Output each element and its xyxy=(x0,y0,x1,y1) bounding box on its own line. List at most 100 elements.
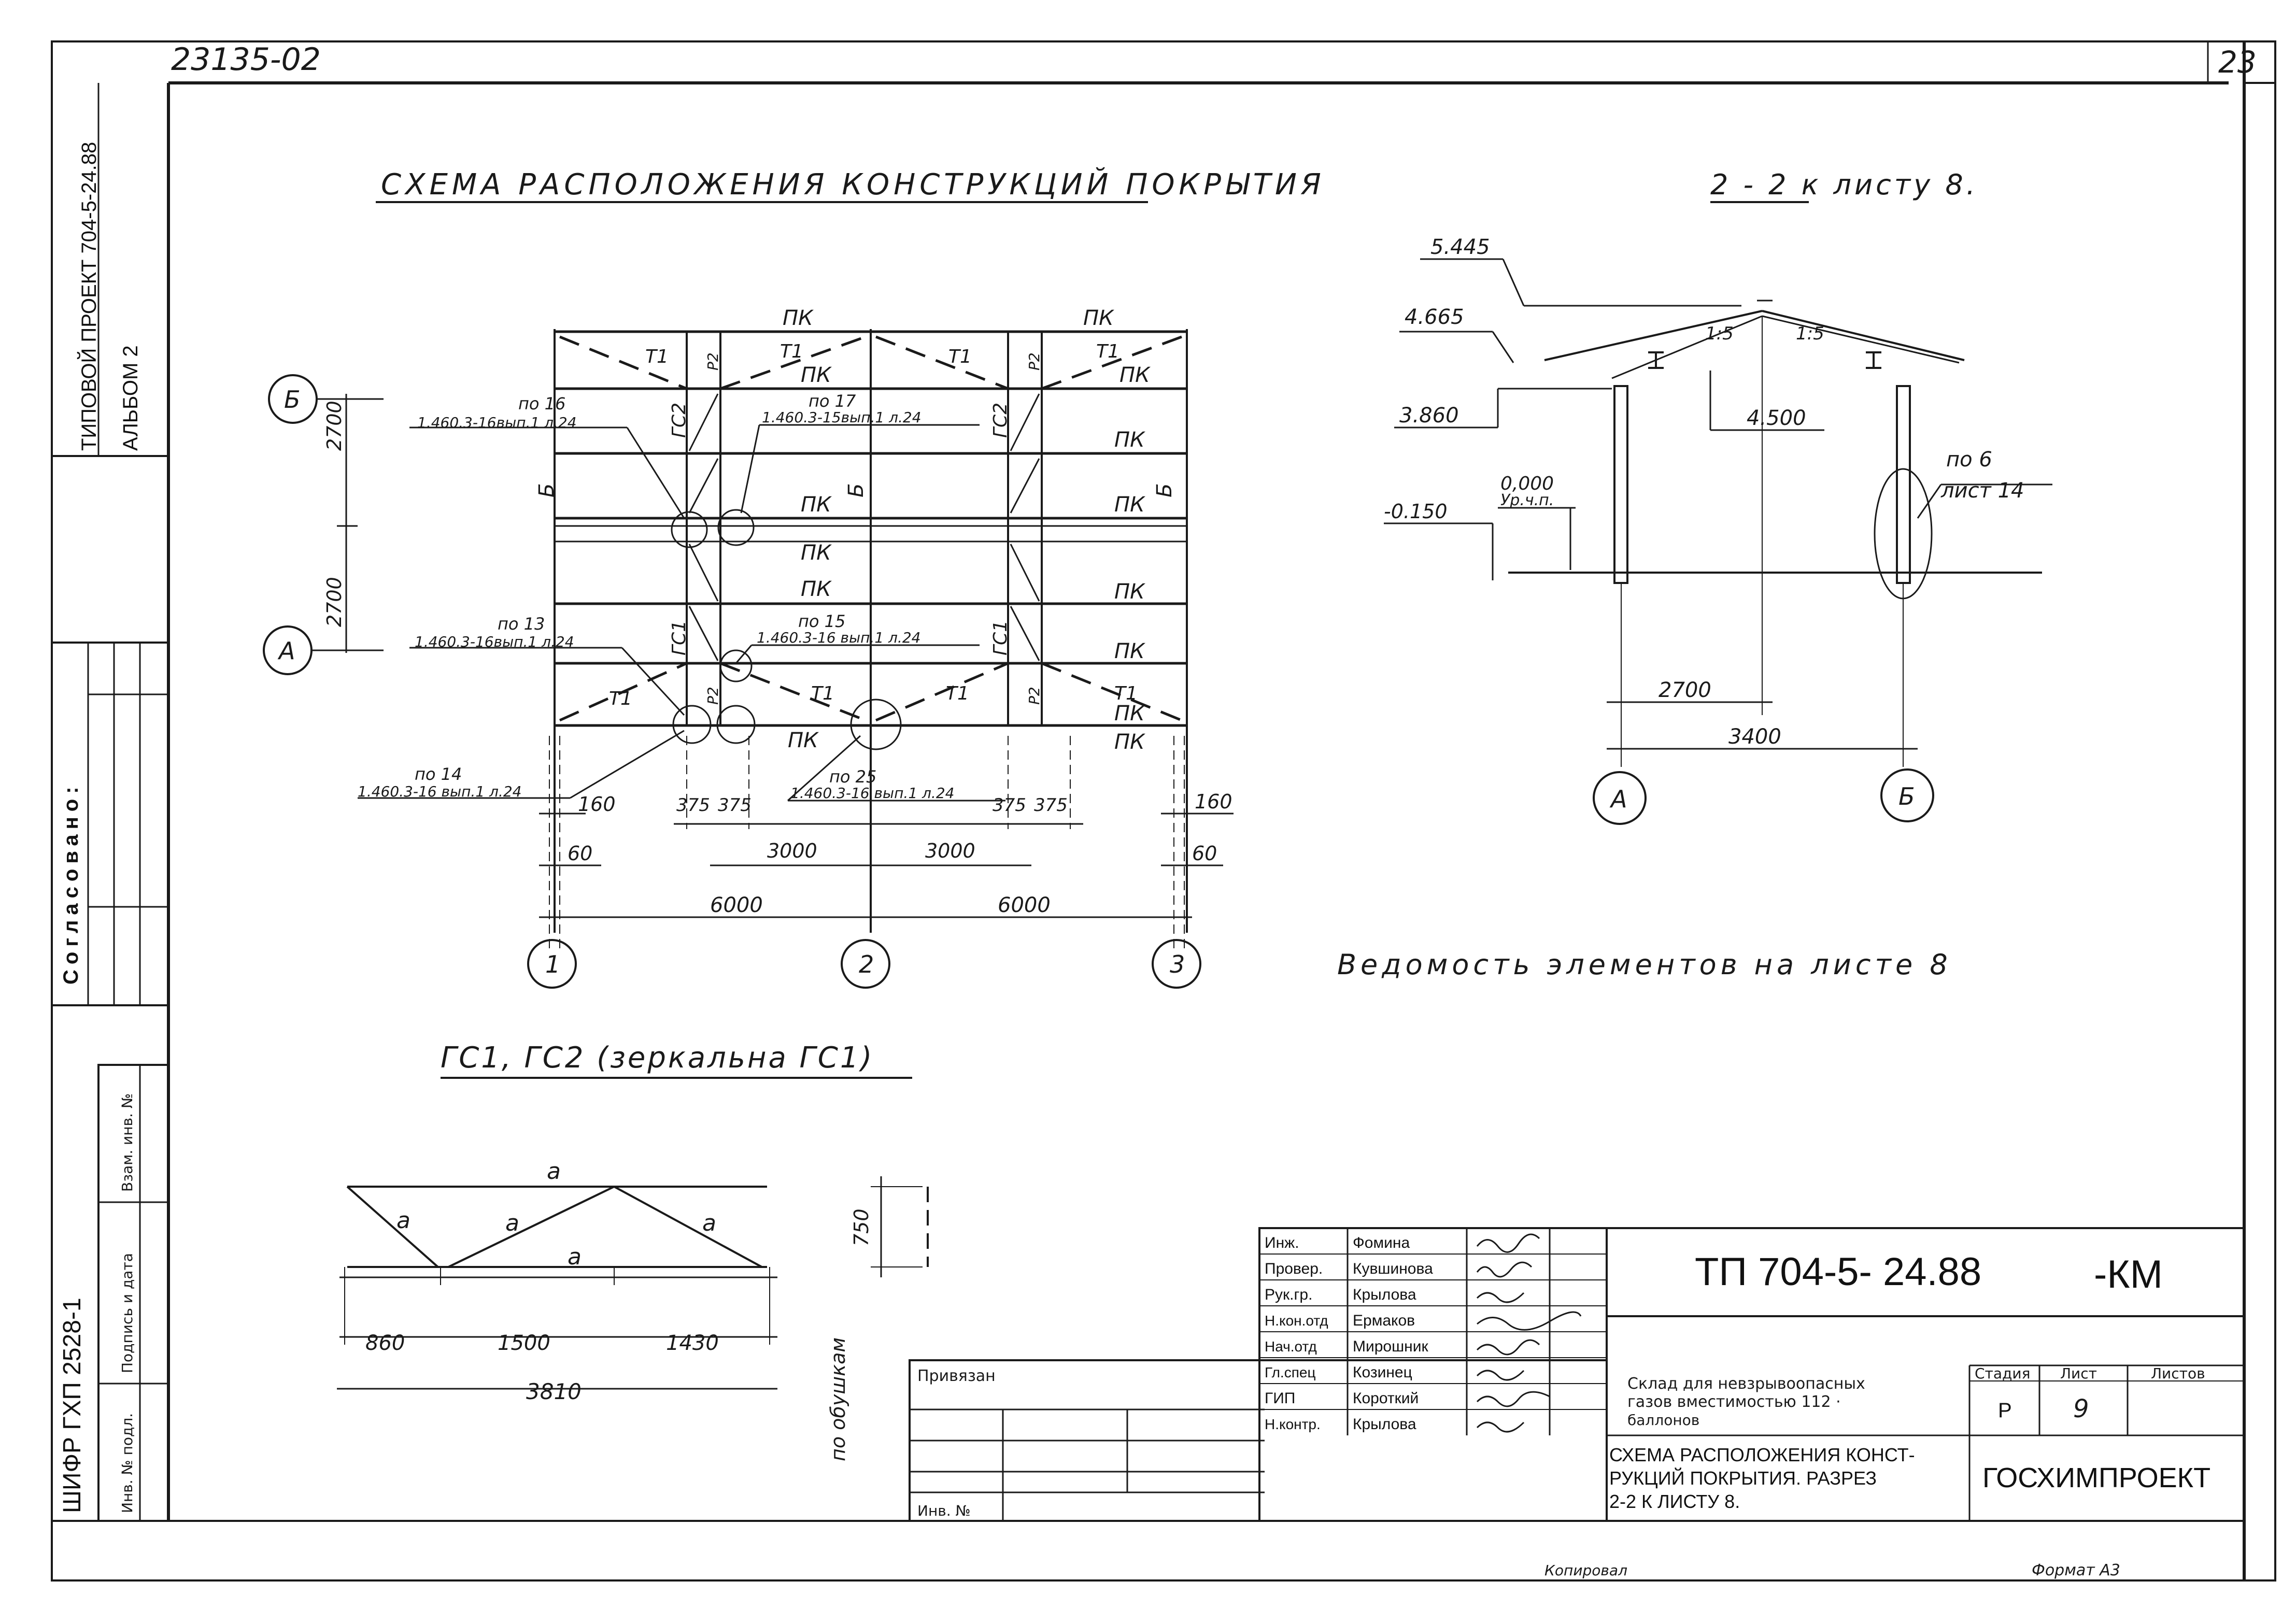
svg-text:1.460.3-16 вып.1 л.24: 1.460.3-16 вып.1 л.24 xyxy=(358,783,521,800)
object-name-3: баллонов xyxy=(1627,1412,1699,1429)
svg-text:6000: 6000 xyxy=(710,893,763,917)
svg-text:0,000: 0,000 xyxy=(1500,473,1554,494)
sheet-value: 9 xyxy=(2073,1394,2089,1423)
stamp-project-line2: АЛЬБОМ 2 xyxy=(119,345,142,451)
stamp-inv-orig: Инв. № подл. xyxy=(119,1413,136,1513)
svg-text:2700: 2700 xyxy=(1659,678,1711,702)
stamp-project-line1: ТИПОВОЙ ПРОЕКТ 704-5-24.88 xyxy=(77,142,101,451)
svg-text:3: 3 xyxy=(1170,950,1185,978)
svg-text:1500: 1500 xyxy=(498,1331,550,1355)
svg-text:750: 750 xyxy=(850,1208,873,1246)
svg-text:160: 160 xyxy=(1195,790,1232,813)
truss-a-label: а xyxy=(396,1207,410,1234)
svg-text:1.460.3-15вып.1 л.24: 1.460.3-15вып.1 л.24 xyxy=(762,409,922,426)
pk-label: ПК xyxy=(788,729,819,752)
svg-text:по 16: по 16 xyxy=(518,394,565,414)
svg-text:-0.150: -0.150 xyxy=(1384,500,1448,523)
role-cell: Провер. xyxy=(1265,1260,1323,1277)
object-name-2: газов вместимостью 112 · xyxy=(1627,1393,1841,1411)
svg-text:3.860: 3.860 xyxy=(1399,404,1459,428)
p2-label: Р2 xyxy=(1026,352,1043,371)
svg-text:А: А xyxy=(1609,785,1627,813)
sheets-label: Листов xyxy=(2151,1365,2205,1382)
svg-text:2700: 2700 xyxy=(323,401,346,451)
section-geometry xyxy=(1508,300,2042,767)
stamp-sign-date: Подпись и дата xyxy=(119,1253,136,1373)
side-stamp xyxy=(51,83,169,1522)
t1-label: Т1 xyxy=(811,683,834,704)
pk-label: ПК xyxy=(1114,493,1145,517)
title-block xyxy=(909,1227,2245,1522)
svg-text:375: 375 xyxy=(676,795,710,816)
svg-text:по 13: по 13 xyxy=(498,614,545,634)
plan-axis-1: 1 xyxy=(527,939,577,989)
truss-a-label: а xyxy=(505,1210,519,1236)
plan-vertical-dims: 2700 2700 xyxy=(323,394,358,653)
svg-text:по 6: по 6 xyxy=(1946,448,1992,472)
name-cell: Кувшинова xyxy=(1353,1260,1433,1277)
t1-label: Т1 xyxy=(645,346,669,367)
role-cell: ГИП xyxy=(1265,1390,1295,1407)
stage-value: Р xyxy=(1998,1399,2012,1422)
pk-label: ПК xyxy=(1114,428,1145,452)
doc-code: ТП 704-5- 24.88 xyxy=(1695,1250,1981,1294)
svg-text:6000: 6000 xyxy=(998,893,1051,917)
b-label: Б xyxy=(535,483,559,497)
plan-pk-labels: ПК ПК ПК ПК ПК ПК ПК ПК ПК ПК ПК ПК ПК П… xyxy=(783,306,1151,754)
name-cell: Фомина xyxy=(1353,1234,1410,1251)
svg-text:1.460.3-16 вып.1 л.24: 1.460.3-16 вып.1 л.24 xyxy=(790,785,954,802)
plan-title: СХЕМА РАСПОЛОЖЕНИЯ КОНСТРУКЦИЙ ПОКРЫТИЯ xyxy=(381,168,1325,202)
p2-label: Р2 xyxy=(704,352,721,371)
name-cell: Короткий xyxy=(1353,1390,1419,1407)
org-name: ГОСХИМПРОЕКТ xyxy=(1982,1462,2210,1493)
sheet-name-2: РУКЦИЙ ПОКРЫТИЯ. РАЗРЕЗ xyxy=(1609,1467,1877,1489)
t1-label: Т1 xyxy=(1096,341,1119,362)
stamp-inv-vzam: Взам. инв. № xyxy=(119,1093,136,1192)
title-roles: Инж. Провер. Рук.гр. Н.кон.отд Нач.отд Г… xyxy=(1265,1234,1328,1432)
plan-axis-3: 3 xyxy=(1152,939,1201,989)
truss-a-label: а xyxy=(547,1158,561,1185)
svg-text:по обушкам: по обушкам xyxy=(827,1337,849,1461)
svg-text:860: 860 xyxy=(365,1331,405,1355)
role-cell: Гл.спец xyxy=(1265,1364,1315,1380)
svg-text:2700: 2700 xyxy=(323,577,346,627)
b-label: Б xyxy=(1153,483,1177,497)
role-cell: Рук.гр. xyxy=(1265,1286,1312,1303)
t1-label: Т1 xyxy=(609,688,632,709)
section-title: 2 - 2 к листу 8. xyxy=(1710,168,1978,201)
plan-horizontal-dims: 160 160 60 60 375 375 375 375 3000 3000 … xyxy=(539,736,1234,948)
plan-axis-b: Б xyxy=(268,374,384,424)
stamp-agreed: Согласовано: xyxy=(60,781,82,985)
doc-suffix: -КМ xyxy=(2094,1252,2163,1297)
name-cell: Козинец xyxy=(1353,1364,1412,1381)
svg-text:лист 14: лист 14 xyxy=(1940,479,2024,503)
gc1-label: ГС1 xyxy=(669,620,690,656)
truss-title: ГС1, ГС2 (зеркальна ГС1) xyxy=(441,1041,874,1075)
plan-member-labels: Б Б Б Т1 Т1 Т1 Т1 Т1 Т1 Т1 Т1 ГС2 ГС2 ГС… xyxy=(535,341,1177,709)
title-names: Фомина Кувшинова Крылова Ермаков Мирошни… xyxy=(1353,1234,1433,1433)
svg-text:по 17: по 17 xyxy=(809,391,856,411)
svg-text:Б: Б xyxy=(284,386,301,414)
stage-label: Стадия xyxy=(1975,1365,2030,1382)
svg-text:4.665: 4.665 xyxy=(1405,305,1464,329)
svg-text:3810: 3810 xyxy=(526,1379,582,1404)
plan-axis-2: 2 xyxy=(841,939,890,989)
statement-note: Ведомость элементов на листе 8 xyxy=(1337,948,1952,981)
truss-a-label: а xyxy=(702,1210,716,1236)
gc1-label: ГС1 xyxy=(990,620,1011,656)
plan-references: по 16 1.460.3-16вып.1 л.24 по 17 1.460.3… xyxy=(358,391,1005,802)
truss-a-label: а xyxy=(568,1244,582,1270)
svg-text:1: 1 xyxy=(545,950,560,978)
svg-text:1.460.3-16вып.1 л.24: 1.460.3-16вып.1 л.24 xyxy=(417,414,577,431)
sheet-label: Лист xyxy=(2060,1365,2097,1382)
plan-axis-a: А xyxy=(263,625,384,675)
svg-text:А: А xyxy=(277,637,295,665)
sheet-name-1: СХЕМА РАСПОЛОЖЕНИЯ КОНСТ- xyxy=(1609,1444,1915,1465)
pk-label: ПК xyxy=(801,577,832,601)
name-cell: Ермаков xyxy=(1353,1312,1415,1329)
object-name-1: Склад для невзрывоопасных xyxy=(1627,1375,1865,1393)
svg-text:Ур.ч.п.: Ур.ч.п. xyxy=(1500,491,1554,509)
section-axis-b: Б xyxy=(1880,768,1934,822)
svg-text:1.460.3-16вып.1 л.24: 1.460.3-16вып.1 л.24 xyxy=(415,633,574,650)
